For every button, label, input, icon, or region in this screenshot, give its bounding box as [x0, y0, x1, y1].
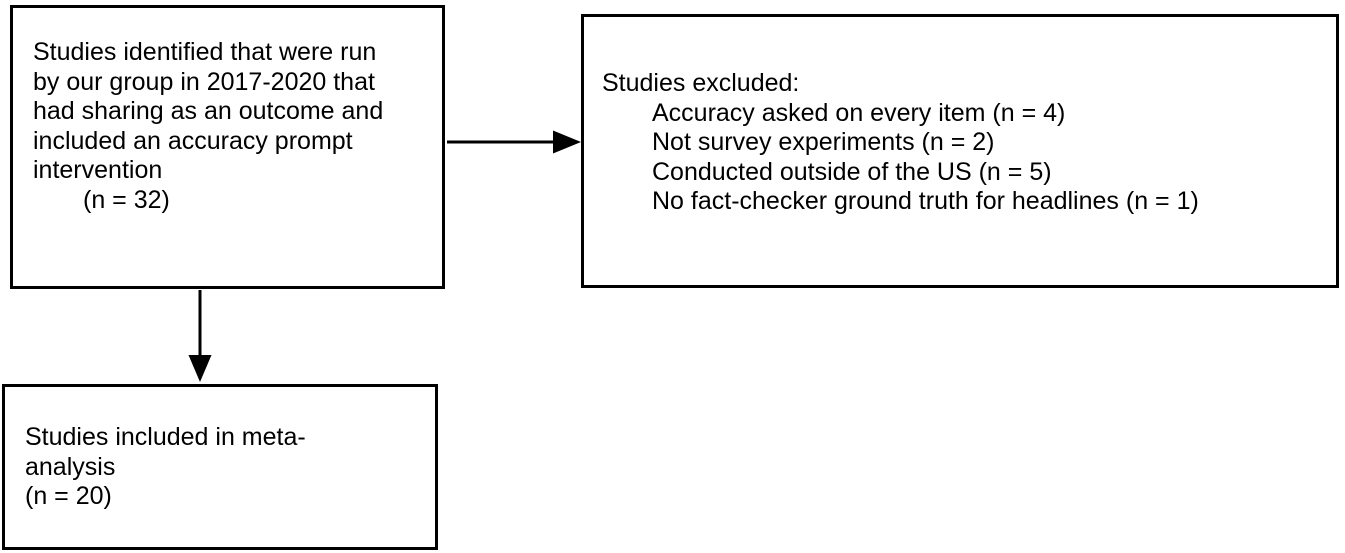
identified-line-3: had sharing as an outcome and — [33, 97, 384, 125]
included-count: (n = 20) — [25, 482, 112, 510]
excluded-item-3: Conducted outside of the US (n = 5) — [652, 157, 1052, 186]
arrow-to-excluded-icon — [447, 130, 581, 154]
arrow-to-included-icon — [188, 290, 212, 382]
excluded-item-4: No fact-checker ground truth for headlin… — [652, 187, 1199, 215]
box-studies-excluded: Studies excluded: Accuracy asked on ever… — [581, 14, 1339, 288]
box-studies-identified: Studies identified that were run by our … — [10, 5, 445, 289]
excluded-title: Studies excluded: — [602, 69, 800, 97]
identified-line-4: included an accuracy prompt — [33, 126, 353, 155]
excluded-item-2: Not survey experiments (n = 2) — [652, 128, 995, 156]
included-line-2: analysis — [25, 452, 116, 481]
identified-count: (n = 32) — [83, 185, 170, 214]
identified-line-1: Studies identified that were run — [33, 38, 377, 66]
box-studies-included-text: Studies included in meta- analysis (n = … — [5, 387, 435, 512]
included-line-1: Studies included in meta- — [25, 423, 306, 451]
box-studies-excluded-text: Studies excluded: Accuracy asked on ever… — [584, 17, 1336, 217]
identified-line-5: intervention — [33, 156, 163, 184]
excluded-item-1: Accuracy asked on every item (n = 4) — [652, 98, 1066, 127]
box-studies-identified-text: Studies identified that were run by our … — [13, 8, 442, 215]
identified-line-2: by our group in 2017-2020 that — [33, 67, 375, 96]
box-studies-included: Studies included in meta- analysis (n = … — [2, 384, 438, 550]
